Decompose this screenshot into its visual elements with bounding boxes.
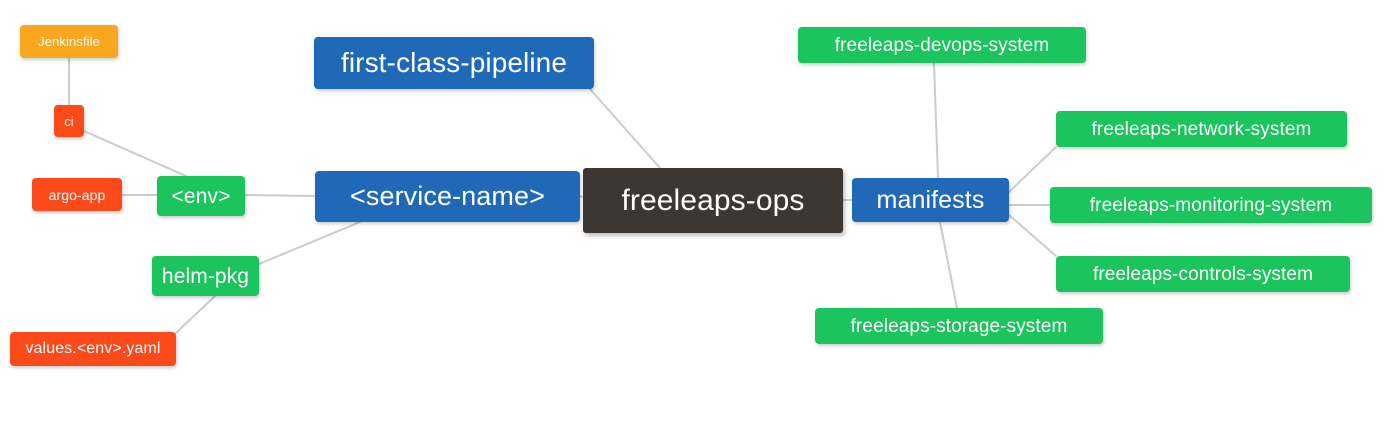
mindmap-node-controls-system[interactable]: freeleaps-controls-system: [1056, 256, 1350, 292]
mindmap-node-storage-system[interactable]: freeleaps-storage-system: [815, 308, 1103, 344]
mindmap-node-jenkinsfile[interactable]: Jenkinsfile: [20, 25, 118, 58]
mindmap-node-env[interactable]: <env>: [157, 176, 245, 216]
mindmap-node-argo-app[interactable]: argo-app: [32, 178, 122, 211]
mindmap-node-manifests[interactable]: manifests: [852, 178, 1009, 222]
mindmap-node-network-system[interactable]: freeleaps-network-system: [1056, 111, 1347, 147]
edge-manifests-to-devops-system: [933, 62, 939, 179]
edge-manifests-to-storage-system: [939, 221, 958, 309]
mindmap-node-ci[interactable]: ci: [54, 105, 84, 137]
edge-manifests-to-network-system: [1008, 146, 1057, 193]
mindmap-node-monitoring-system[interactable]: freeleaps-monitoring-system: [1050, 187, 1372, 223]
mindmap-node-service-name[interactable]: <service-name>: [315, 171, 580, 222]
edge-env-to-service-name: [244, 194, 316, 197]
edge-manifests-to-controls-system: [1008, 214, 1057, 257]
edge-helm-pkg-to-service-name: [258, 221, 361, 265]
edge-ci-to-env: [83, 130, 187, 177]
mindmap-node-devops-system[interactable]: freeleaps-devops-system: [798, 27, 1086, 63]
mindmap-node-values-yaml[interactable]: values.<env>.yaml: [10, 332, 176, 366]
mindmap-node-freeleaps-ops[interactable]: freeleaps-ops: [583, 168, 843, 233]
edge-first-class-to-freeleaps-ops: [589, 88, 661, 169]
mindmap-node-first-class[interactable]: first-class-pipeline: [314, 37, 594, 89]
mindmap-node-helm-pkg[interactable]: helm-pkg: [152, 256, 259, 296]
edge-values-yaml-to-helm-pkg: [175, 295, 216, 334]
